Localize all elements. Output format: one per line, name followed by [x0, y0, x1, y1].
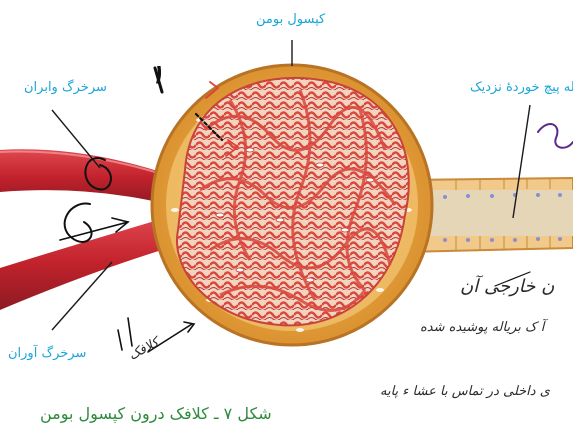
handwritten-note-line1: ن خارجی آن: [460, 276, 554, 297]
label-proximal-tubule: لوله پیچ خوردهٔ نزدیک: [470, 80, 573, 95]
handwritten-note-line2: آ ک بریاله پوشیده شده: [420, 320, 544, 335]
label-proximal-tubule-text: لوله پیچ خوردهٔ نزدیک: [470, 80, 573, 95]
arteries: [0, 149, 178, 310]
figure-caption: شکل ۷ ـ کلافک درون کپسول بومن: [40, 404, 272, 423]
glomerulus: [177, 78, 409, 326]
label-bowman-capsule: کپسول بومن: [256, 12, 325, 27]
label-afferent-arteriole: سرخرگ آوران: [8, 346, 86, 361]
handwritten-digit-one: ۱: [150, 60, 164, 90]
label-efferent-arteriole: سرخرگ وابران: [24, 80, 107, 95]
handwritten-note-line3: ی داخلی در تماس با عشا ء پایه: [380, 384, 550, 399]
